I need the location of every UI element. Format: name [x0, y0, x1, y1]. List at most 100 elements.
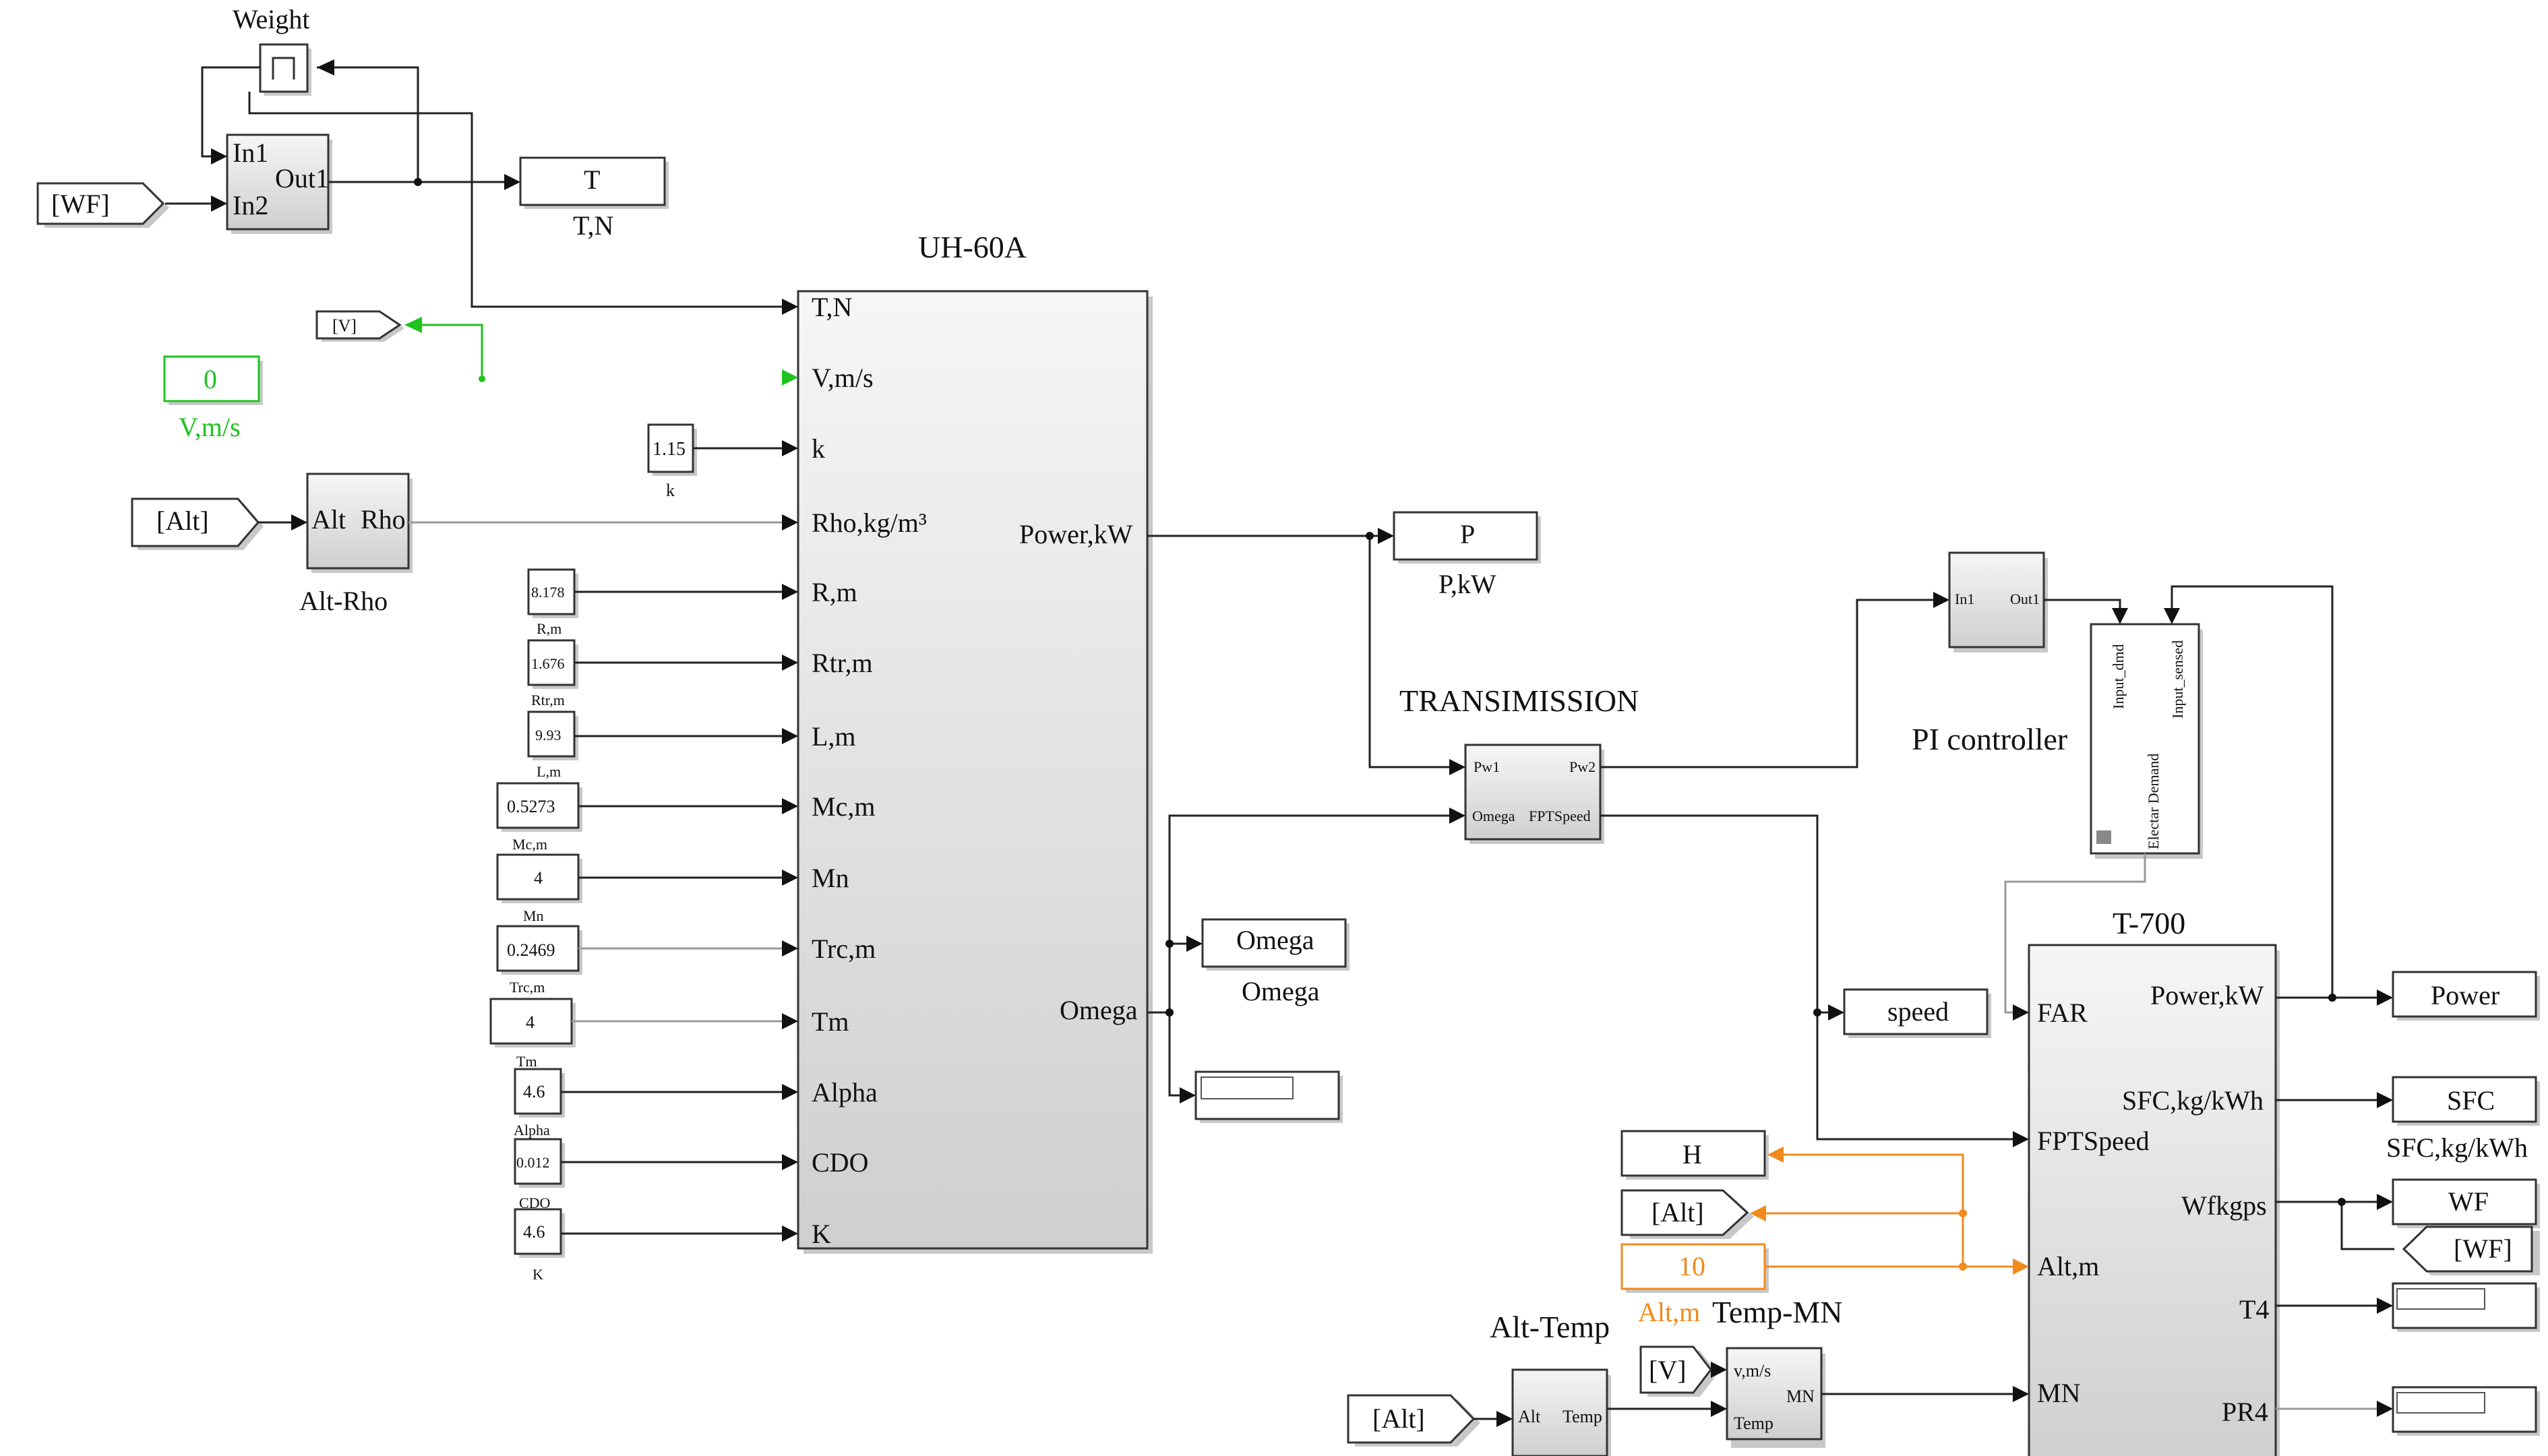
uh60a-input-arrows — [782, 299, 798, 1242]
temp-mn-title: Temp-MN — [1712, 1295, 1843, 1329]
uh60a-input-arrow-12 — [782, 1154, 798, 1170]
h-goto[interactable]: H — [1620, 1130, 1769, 1180]
power-goto-label: Power — [2431, 980, 2499, 1010]
uh60a-input-13: K — [812, 1219, 831, 1249]
t700-out-t4: T4 — [2239, 1294, 2269, 1325]
alt-const[interactable]: 10 — [1620, 1243, 1769, 1293]
uh60a-out-power: Power,kW — [1019, 519, 1133, 549]
temp-mn-out: MN — [1786, 1387, 1815, 1406]
h-goto-label: H — [1682, 1139, 1702, 1170]
k-const[interactable]: 1.15 — [647, 423, 697, 476]
omega-goto-caption: Omega — [1242, 976, 1320, 1006]
v-green-arrow — [404, 317, 422, 333]
t700-in-mn: MN — [2037, 1378, 2080, 1408]
top-subsystem[interactable]: In1 In2 Out1 — [226, 133, 332, 234]
const-rtr-value: 1.676 — [531, 655, 565, 672]
alt-from-top[interactable]: [Alt] — [131, 497, 264, 550]
uh60a-input-8: Mn — [812, 863, 849, 893]
v-goto-tag[interactable]: [V] — [315, 310, 404, 342]
wf-goto[interactable]: WF — [2392, 1178, 2540, 1228]
const-column: 8.178 R,m 1.676 Rtr,m 9.93 L,m 0.5273 Mc… — [489, 568, 582, 1283]
const-rtr-caption: Rtr,m — [531, 692, 565, 708]
const-trc[interactable]: 0.2469 Trc,m — [496, 925, 582, 996]
pi-demand: Electar Demand — [2145, 754, 2162, 849]
uh60a-input-arrow-10 — [782, 1013, 798, 1029]
right-sub-in: In1 — [1955, 590, 1974, 607]
v-const[interactable]: 0 — [163, 355, 263, 405]
pi-download-icon — [2096, 830, 2111, 844]
const-tm[interactable]: 4 Tm — [489, 998, 576, 1070]
p-goto[interactable]: P — [1393, 511, 1541, 564]
k-const-value: 1.15 — [653, 439, 686, 460]
alt-temp-block[interactable]: Alt Temp — [1511, 1368, 1611, 1456]
uh60a-input-3: Rho,kg/m³ — [812, 508, 927, 538]
uh60a-input-11: Alpha — [812, 1077, 878, 1108]
power-goto[interactable]: Power — [2392, 971, 2540, 1021]
alt-rho-caption: Alt-Rho — [299, 586, 388, 616]
const-l[interactable]: 9.93 L,m — [527, 710, 578, 780]
const-r-value: 8.178 — [531, 584, 565, 601]
const-alpha[interactable]: 4.6 Alpha — [514, 1068, 565, 1139]
const-cdo[interactable]: 0.012 CDO — [514, 1138, 565, 1211]
right-subsystem[interactable]: In1 Out1 — [1948, 551, 2048, 653]
alt-from-bottom-label: [Alt] — [1372, 1403, 1425, 1434]
pi-title: PI controller — [1912, 722, 2067, 756]
uh60a-input-arrow-11 — [782, 1084, 798, 1100]
uh60a-input-2: k — [812, 433, 825, 464]
uh60a-input-labels: T,NV,m/skRho,kg/m³R,mRtr,mL,mMc,mMnTrc,m… — [812, 292, 927, 1249]
transmission-omega: Omega — [1472, 808, 1515, 824]
sfc-goto[interactable]: SFC — [2392, 1076, 2540, 1126]
transmission-pw2: Pw2 — [1569, 758, 1596, 775]
t-goto-caption: T,N — [573, 210, 613, 241]
v-goto-label: [V] — [332, 316, 357, 336]
const-r[interactable]: 8.178 R,m — [527, 568, 578, 637]
transmission-block[interactable]: Pw1 Pw2 Omega FPTSpeed — [1464, 744, 1604, 844]
right-sub-out: Out1 — [2010, 590, 2040, 607]
t700-in-far: FAR — [2037, 998, 2088, 1028]
p-goto-label: P — [1460, 519, 1475, 549]
temp-mn-block[interactable]: v,m/s MN Temp — [1726, 1347, 1825, 1448]
omega-scope[interactable] — [1194, 1070, 1343, 1123]
alt-const-caption: Alt,m — [1638, 1297, 1700, 1327]
wf-goto2-label: [WF] — [2454, 1234, 2512, 1264]
const-mc[interactable]: 0.5273 Mc,m — [496, 782, 582, 853]
t4-scope[interactable] — [2392, 1282, 2540, 1332]
t700-in-fpt: FPTSpeed — [2037, 1126, 2150, 1156]
uh60a-input-arrow-3 — [782, 514, 798, 530]
const-l-value: 9.93 — [535, 727, 562, 744]
uh60a-input-arrow-0 — [782, 299, 798, 315]
uh60a-input-9: Trc,m — [812, 934, 876, 964]
uh60a-input-4: R,m — [812, 577, 857, 607]
temp-mn-in-v: v,m/s — [1734, 1361, 1771, 1381]
alt-goto-tag[interactable]: [Alt] — [1620, 1189, 1754, 1239]
alt-temp-in: Alt — [1518, 1407, 1541, 1426]
alt-from-bottom[interactable]: [Alt] — [1347, 1394, 1480, 1447]
weight-title: Weight — [233, 4, 310, 34]
const-cdo-value: 0.012 — [516, 1154, 550, 1171]
speed-goto-label: speed — [1887, 996, 1949, 1027]
alt-rho-block[interactable]: Alt Rho — [306, 473, 413, 573]
sub-in2: In2 — [233, 190, 268, 220]
const-mn[interactable]: 4 Mn — [496, 853, 582, 924]
const-k[interactable]: 4.6 K — [514, 1208, 565, 1283]
const-rtr[interactable]: 1.676 Rtr,m — [527, 639, 578, 708]
uh60a-block[interactable]: T,NV,m/skRho,kg/m³R,mRtr,mL,mMc,mMnTrc,m… — [797, 290, 1153, 1254]
alt-from-top-label: [Alt] — [156, 506, 209, 536]
t-goto[interactable]: T — [519, 156, 669, 209]
v-from-tag[interactable]: [V] — [1639, 1345, 1718, 1397]
sub-out1: Out1 — [275, 163, 329, 193]
omega-goto[interactable]: Omega — [1201, 918, 1349, 971]
const-mc-caption: Mc,m — [512, 836, 547, 853]
wf-from-tag[interactable]: [WF] — [36, 182, 169, 228]
pr4-scope[interactable] — [2392, 1386, 2540, 1436]
t-goto-label: T — [584, 164, 600, 195]
wf-goto2-tag[interactable]: [WF] — [2402, 1225, 2540, 1275]
speed-goto[interactable]: speed — [1843, 988, 1991, 1038]
alt-rho-out: Rho — [361, 504, 406, 535]
weight-block[interactable] — [259, 43, 311, 96]
pi-controller-block[interactable]: Input_dmd Input_sensed Electar Demand — [2090, 623, 2203, 859]
v-const-value: 0 — [204, 364, 217, 394]
const-alpha-caption: Alpha — [514, 1122, 550, 1139]
t700-block[interactable]: FAR FPTSpeed Alt,m MN Power,kW SFC,kg/kW… — [2028, 944, 2280, 1456]
